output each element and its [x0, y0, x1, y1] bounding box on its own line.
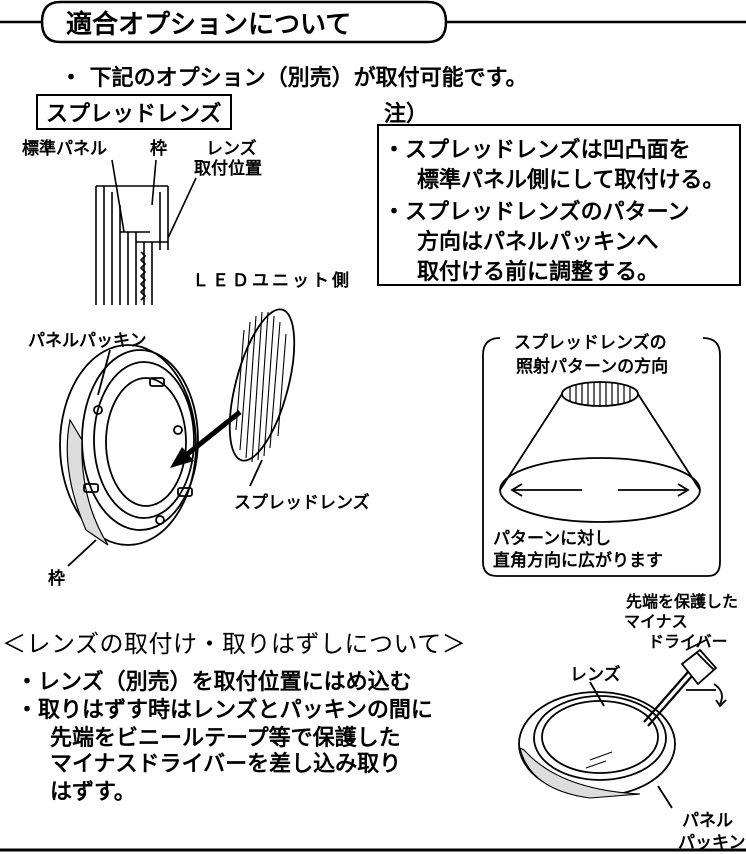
pattern-caption-1: パターンに対し [493, 529, 612, 549]
pattern-title-2: 照射パターンの方向 [516, 357, 669, 377]
note-box: スプレッドレンズは凹凸面を 標準パネル側にして取付ける。 スプレッドレンズのパタ… [377, 124, 741, 286]
intro-text: ・ 下記のオプション（別売）が取付可能です。 [60, 66, 528, 91]
note-line-1: スプレッドレンズは凹凸面を [383, 132, 691, 164]
label-lens-1: レンズ [206, 139, 257, 159]
spread-lens-disc [228, 308, 296, 487]
pattern-box [482, 337, 721, 577]
label-lens: レンズ [570, 665, 621, 685]
label-driver-1: 先端を保護した [626, 592, 739, 611]
note-line-4: 方向はパネルパッキンへ [417, 230, 659, 255]
bullet-2: 取りはずす時はレンズとパッキンの間に [16, 692, 433, 724]
note-line-5: 取付ける前に調整する。 [417, 260, 660, 285]
label-packing-1: パネル [682, 811, 733, 831]
bullet-2-cont-2: マイナスドライバーを差し込み取り [50, 752, 402, 777]
bullet-2-cont-3: はずす。 [50, 780, 136, 805]
panel-ring-drawing [59, 344, 199, 567]
label-panel-packing: パネルパッキン [28, 331, 147, 351]
label-led-unit-side: ＬＥＤユニット側 [192, 271, 352, 291]
label-standard-panel: 標準パネル [22, 139, 107, 159]
label-frame-bottom: 枠 [48, 569, 65, 589]
section2-heading: ＜レンズの取付け・取りはずしについて＞ [2, 630, 467, 658]
label-frame: 枠 [150, 139, 167, 159]
label-driver-2: マイナス [624, 612, 688, 631]
header-frame [0, 0, 746, 44]
note-line-2: 標準パネル側にして取付ける。 [417, 168, 725, 193]
pattern-title-1: スプレッドレンズの [510, 328, 671, 353]
bullet-2-cont-1: 先端をビニールテープ等で保護した [50, 726, 401, 751]
label-spread-lens: スプレッドレンズ [234, 493, 370, 513]
page-title: 適合オプションについて [66, 10, 352, 40]
bullet-1: レンズ（別売）を取付位置にはめ込む [16, 664, 412, 696]
cross-section-drawing [95, 159, 197, 305]
label-lens-position: 取付位置 [194, 159, 262, 179]
note-line-3: スプレッドレンズのパターン [383, 194, 689, 226]
spread-lens-box-label: スプレッドレンズ [36, 94, 232, 130]
label-driver-3: ドライバー [648, 632, 728, 651]
label-packing-2: パッキン [678, 833, 746, 853]
pattern-caption-2: 直角方向に広がります [493, 551, 663, 571]
note-title: 注） [384, 102, 429, 127]
removal-drawing [518, 639, 727, 809]
